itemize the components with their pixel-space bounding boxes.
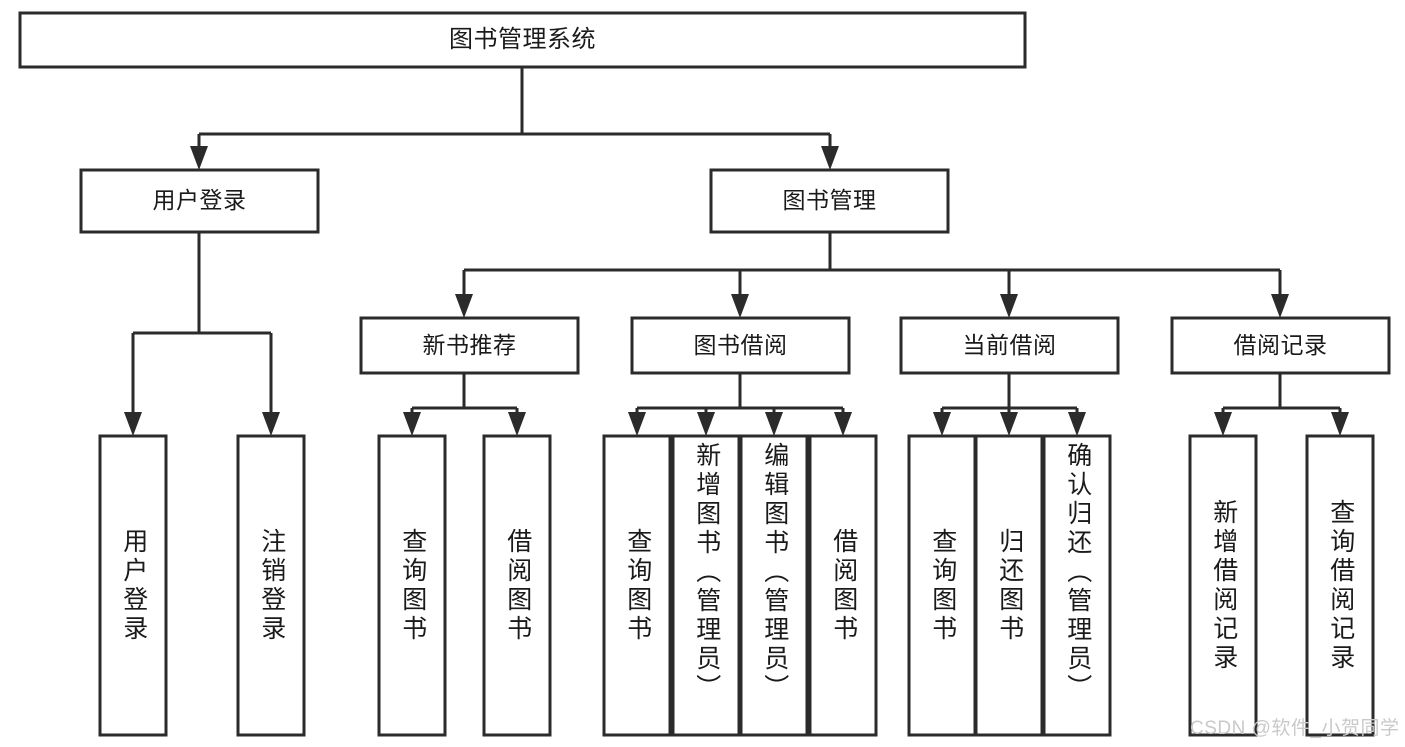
- node-box-root[interactable]: [18, 11, 1027, 69]
- node-box-leaf-query-record[interactable]: [1305, 434, 1375, 737]
- arrowhead-book-borrow: [731, 294, 749, 318]
- arrowhead-user-login: [190, 146, 208, 170]
- node-box-layer: [18, 11, 1391, 737]
- arrowhead-leaf-edit-book: [765, 412, 783, 436]
- arrowhead-leaf-query-record: [1331, 412, 1349, 436]
- arrowhead-leaf-return-book: [1000, 412, 1018, 436]
- node-box-new-book-recommend[interactable]: [359, 316, 580, 375]
- node-box-book-borrow[interactable]: [630, 316, 851, 375]
- node-box-leaf-query-book-1[interactable]: [377, 434, 447, 737]
- arrowhead-leaf-query-book-1: [403, 412, 421, 436]
- arrowhead-leaf-add-book: [697, 412, 715, 436]
- node-box-user-login[interactable]: [79, 168, 320, 234]
- node-box-leaf-edit-book[interactable]: [739, 434, 809, 737]
- arrowhead-new-book-recommend: [455, 294, 473, 318]
- node-box-leaf-return-book[interactable]: [974, 434, 1044, 737]
- arrowhead-leaf-query-book-3: [933, 412, 951, 436]
- arrowhead-leaf-add-record: [1214, 412, 1232, 436]
- node-box-leaf-borrow-book-2[interactable]: [808, 434, 878, 737]
- arrowhead-leaf-confirm-return: [1068, 412, 1086, 436]
- arrowhead-leaf-user-login: [124, 412, 142, 436]
- node-box-book-management[interactable]: [709, 168, 950, 234]
- node-box-leaf-query-book-3[interactable]: [907, 434, 977, 737]
- arrowhead-borrow-record: [1271, 294, 1289, 318]
- node-box-leaf-user-logout[interactable]: [236, 434, 306, 737]
- node-box-leaf-add-record[interactable]: [1188, 434, 1258, 737]
- node-box-borrow-record[interactable]: [1170, 316, 1391, 375]
- node-box-leaf-add-book[interactable]: [671, 434, 741, 737]
- node-box-leaf-user-login[interactable]: [98, 434, 168, 737]
- arrowhead-leaf-user-logout: [262, 412, 280, 436]
- node-box-leaf-borrow-book-1[interactable]: [482, 434, 552, 737]
- arrowhead-leaf-borrow-book-1: [508, 412, 526, 436]
- node-box-current-borrow[interactable]: [899, 316, 1120, 375]
- connector-layer: [124, 67, 1349, 436]
- node-box-leaf-query-book-2[interactable]: [602, 434, 672, 737]
- arrowhead-current-borrow: [1000, 294, 1018, 318]
- arrowhead-book-management: [821, 146, 839, 170]
- arrowhead-leaf-query-book-2: [628, 412, 646, 436]
- arrowhead-leaf-borrow-book-2: [834, 412, 852, 436]
- node-box-leaf-confirm-return[interactable]: [1042, 434, 1112, 737]
